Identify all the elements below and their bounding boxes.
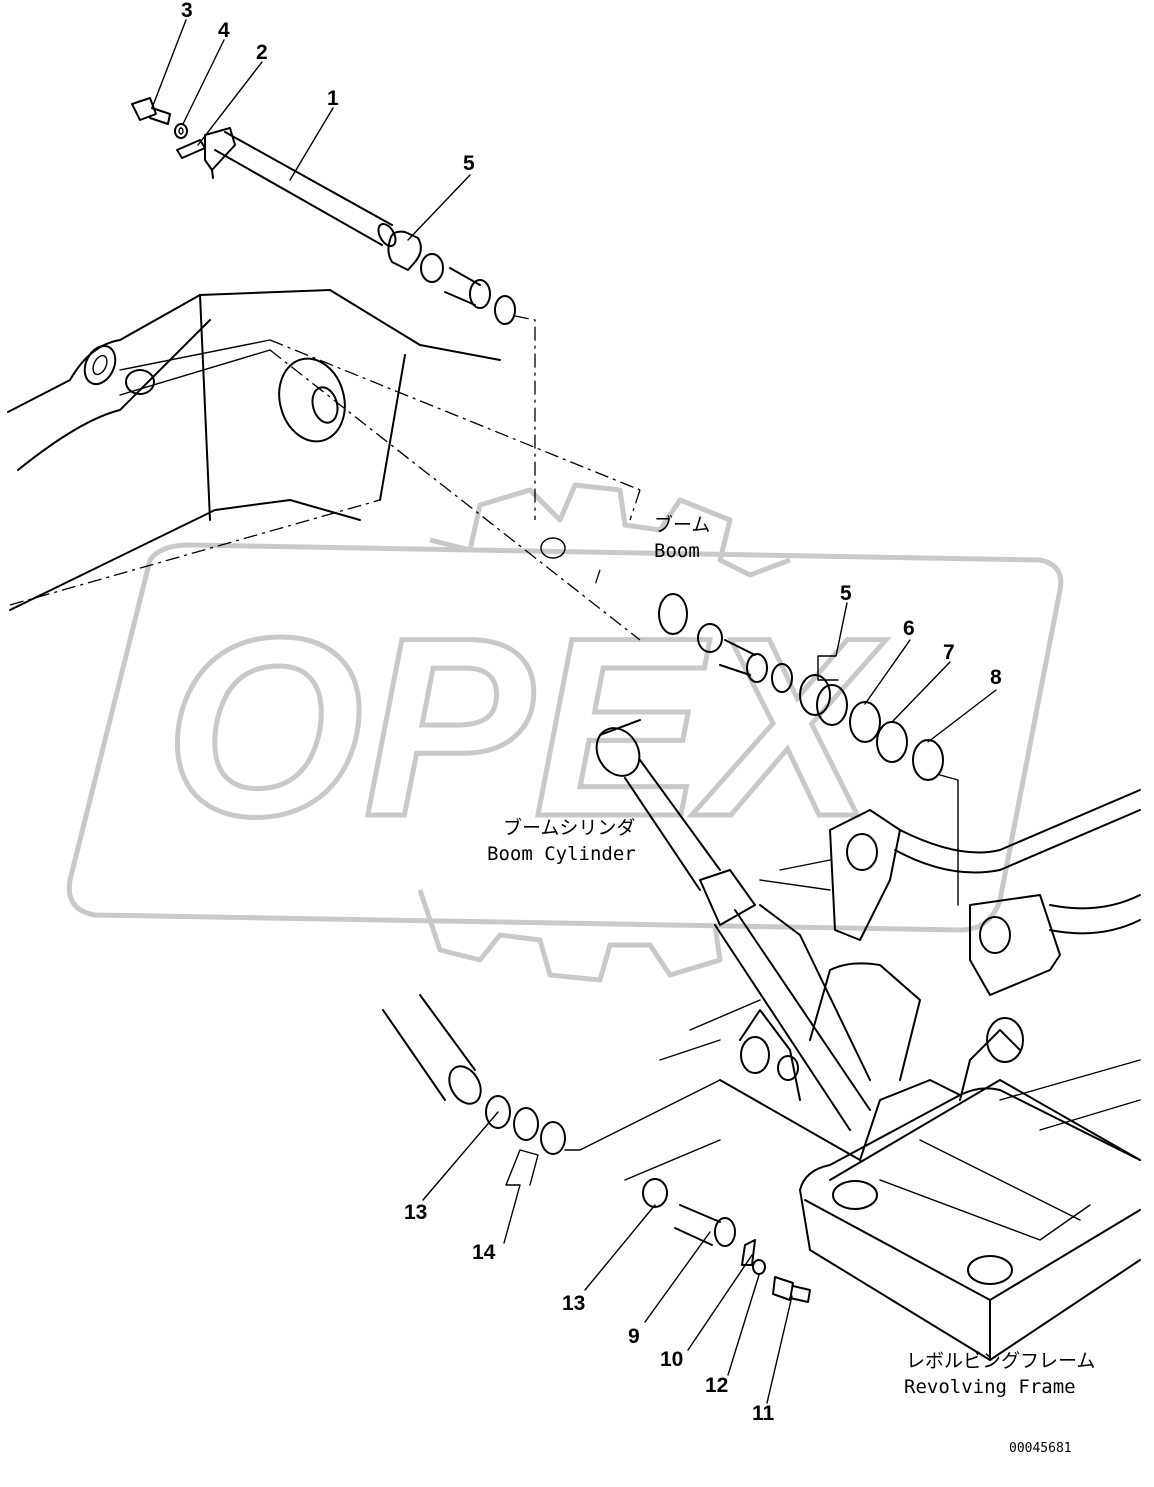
rod-end-lower-left xyxy=(382,994,721,1155)
callout-13-right: 13 xyxy=(562,1292,585,1315)
revolving-frame-label-jp: レボルビングフレーム xyxy=(906,1350,1095,1372)
boom-label-en: Boom xyxy=(654,540,700,562)
drawing-code: 00045681 xyxy=(1009,1441,1072,1456)
boom-cylinder-label-jp: ブームシリンダ xyxy=(503,816,635,839)
watermark-text: OPEX xyxy=(165,585,887,870)
callout-11: 11 xyxy=(752,1402,775,1425)
callout-9: 9 xyxy=(628,1325,640,1348)
boom-label-jp: ブーム xyxy=(654,513,710,536)
leader-lines xyxy=(151,19,997,1404)
boom-cylinder-label-en: Boom Cylinder xyxy=(487,843,636,865)
callout-4: 4 xyxy=(218,19,230,42)
callout-1: 1 xyxy=(327,87,339,110)
callout-7: 7 xyxy=(943,641,955,664)
callout-13-left: 13 xyxy=(404,1201,427,1224)
middle-shim-stack xyxy=(658,593,959,906)
component-labels: ブーム Boom ブームシリンダ Boom Cylinder レボルビングフレー… xyxy=(487,513,1095,1456)
callout-numbers: 3 4 2 1 5 5 6 7 8 13 14 13 9 10 12 11 xyxy=(181,0,1002,1425)
callout-12: 12 xyxy=(705,1374,728,1397)
callout-3: 3 xyxy=(181,0,193,22)
revolving-frame-label-en: Revolving Frame xyxy=(904,1376,1076,1398)
revolving-frame xyxy=(659,789,1141,1361)
bolt-plate-washer-top xyxy=(131,97,206,159)
callout-14: 14 xyxy=(472,1241,496,1264)
pin-part-1 xyxy=(204,127,397,247)
callout-8: 8 xyxy=(990,666,1002,689)
callout-6: 6 xyxy=(903,617,915,640)
callout-5-middle: 5 xyxy=(840,582,852,605)
lower-pin-hardware xyxy=(624,1139,811,1303)
callout-2: 2 xyxy=(256,41,268,64)
boom-cylinder xyxy=(595,719,871,1131)
callout-10: 10 xyxy=(660,1348,683,1371)
boom-outline xyxy=(7,289,641,641)
watermark-logo: OPEX xyxy=(66,482,1064,983)
top-bushing-stack xyxy=(387,230,536,520)
callout-5-top: 5 xyxy=(463,152,475,175)
